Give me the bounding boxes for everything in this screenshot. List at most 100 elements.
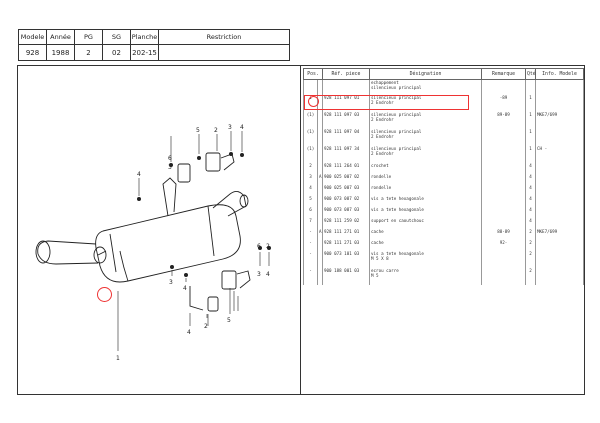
row-qty: 2 <box>525 267 536 285</box>
designation-line: rondelle <box>371 184 392 190</box>
header-val-restriction <box>158 44 290 61</box>
row-info <box>535 128 584 146</box>
row-pos: - <box>303 239 318 251</box>
inlet-pipe <box>212 191 247 217</box>
row-qty: 1 <box>525 145 536 163</box>
row-remarque <box>481 250 526 268</box>
row-designation: vis a tete hexagonale <box>369 195 482 207</box>
row-qty: 1 <box>525 94 536 112</box>
row-remarque: 92- <box>481 239 526 251</box>
exploded-diagram: 1 4 6 3 5 2 3 4 3 4 4 2 5 6 2 3 4 <box>35 124 271 362</box>
row-designation: crochet <box>369 162 482 174</box>
row-designation: rondelle <box>369 173 482 185</box>
row-pos: 6 <box>303 206 318 218</box>
callout-5b: 5 <box>227 317 231 324</box>
designation-detail: M 5 X 8 <box>371 255 389 261</box>
row-ref <box>322 79 370 95</box>
row-ref: 928 111 259 02 <box>322 217 370 229</box>
callout-2c: 2 <box>266 243 270 250</box>
row-qty <box>525 79 536 95</box>
row-remarque <box>481 145 526 163</box>
parts-sheet-frame: 1 4 6 3 5 2 3 4 3 4 4 2 5 6 2 3 4 <box>17 65 585 395</box>
row-info: MKE7/699 <box>535 111 584 129</box>
callout-1: 1 <box>116 355 120 362</box>
row-qty: 2 <box>525 228 536 240</box>
row-ref: 928 111 271 03 <box>322 239 370 251</box>
row-remarque <box>481 79 526 95</box>
row-info <box>535 184 584 196</box>
row-remarque <box>481 267 526 285</box>
row-qty: 1 <box>525 111 536 129</box>
row-qty: 4 <box>525 217 536 229</box>
row-remarque <box>481 128 526 146</box>
callout-3d: 4 <box>266 271 270 278</box>
row-designation: cache <box>369 239 482 251</box>
row-designation: support en caoutchouc <box>369 217 482 229</box>
header-col-sg: SG <box>102 29 131 45</box>
row-pos: 7 <box>303 217 318 229</box>
parts-table: Pos. Réf. piece Désignation Remarque Qté… <box>303 68 584 285</box>
row-info: MKE7/699 <box>535 228 584 240</box>
designation-line: silencieux principal <box>371 94 422 100</box>
row-highlight-box <box>304 95 469 110</box>
pos-1-highlight <box>308 96 319 107</box>
designation-detail: M 5 <box>371 272 379 278</box>
designation-detail: 2 Endrohr <box>371 99 394 105</box>
row-pos: 2 <box>303 162 318 174</box>
row-remarque <box>481 162 526 174</box>
callout-3b: 3 <box>228 124 232 131</box>
row-info <box>535 217 584 229</box>
row-designation: rondelle <box>369 184 482 196</box>
callout-1-highlight <box>97 287 112 302</box>
designation-detail: silencieux principal <box>371 85 422 90</box>
row-info <box>535 162 584 174</box>
exhaust-pipe-left <box>37 240 99 265</box>
row-qty: 1 <box>525 128 536 146</box>
col-qty: Qté <box>525 68 536 80</box>
row-pos: 3 <box>303 173 318 185</box>
header-col-restriction: Restriction <box>158 29 290 45</box>
row-ref: 900 073 101 03 <box>322 250 370 268</box>
row-pos: (1) <box>303 145 318 163</box>
designation-line: echappement <box>371 80 399 85</box>
row-designation: cache <box>369 228 482 240</box>
muffler-body <box>95 204 241 283</box>
header-col-planche: Planche <box>130 29 159 45</box>
header-table: Modele Année PG SG Planche Restriction 9… <box>18 29 290 61</box>
parts-list: Pos. Réf. piece Désignation Remarque Qté… <box>303 68 585 392</box>
designation-line: rondelle <box>371 173 392 179</box>
row-qty: 2 <box>525 250 536 268</box>
designation-line: vis a tete hexagonale <box>371 250 424 256</box>
designation-line: crochet <box>371 162 389 168</box>
row-ref: 900 073 087 02 <box>322 195 370 207</box>
sheet-divider <box>300 66 301 394</box>
designation-detail: 2 Endrohr <box>371 150 394 156</box>
designation-line: support en caoutchouc <box>371 217 424 223</box>
col-designation: Désignation <box>369 68 482 80</box>
col-info: Info. Modele <box>535 68 584 80</box>
header-val-modele: 928 <box>18 44 47 61</box>
row-ref: 900 073 087 03 <box>322 206 370 218</box>
row-remarque <box>481 206 526 218</box>
designation-detail: 2 Endrohr <box>371 116 394 122</box>
row-qty: 4 <box>525 206 536 218</box>
row-remarque <box>481 217 526 229</box>
callout-6: 6 <box>168 155 172 162</box>
row-ref: 900 025 007 02 <box>322 173 370 185</box>
row-ref: 900 188 001 03 <box>322 267 370 285</box>
row-ref: 928 111 097 03 <box>322 111 370 129</box>
row-pos: - <box>303 267 318 285</box>
row-pos: - <box>303 228 318 240</box>
header-val-pg: 2 <box>74 44 103 61</box>
